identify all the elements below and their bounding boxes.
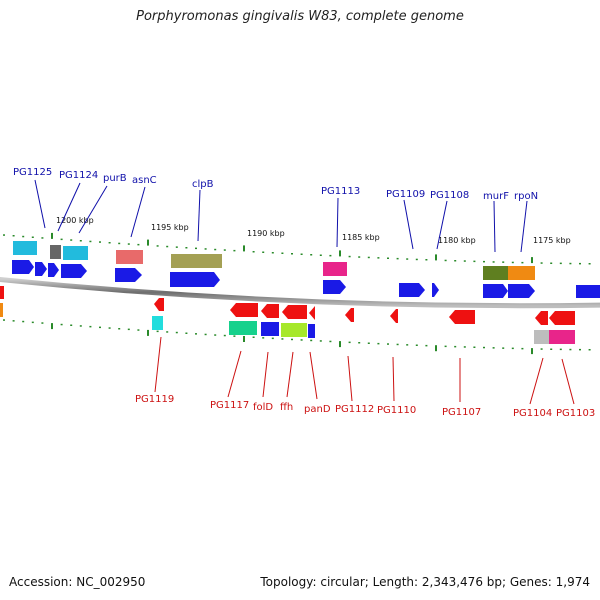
bottom-gene-labels: PG1119 PG1117 folD ffh panD PG1112 PG111… — [135, 394, 595, 419]
gene-label-murf[interactable]: murF — [483, 191, 509, 202]
gene-arrow-reverse[interactable] — [0, 286, 4, 299]
scale-label-1175: 1175 kbp — [533, 236, 571, 245]
gene-label-pg1112[interactable]: PG1112 — [335, 404, 374, 415]
gene-arrow-reverse[interactable] — [309, 306, 315, 320]
gene-arrow-reverse[interactable] — [230, 303, 258, 317]
gene-label-pg1107[interactable]: PG1107 — [442, 407, 481, 418]
scale-label-1200: 1200 kbp — [56, 216, 94, 225]
gene-arrow-reverse[interactable] — [535, 311, 548, 325]
scale-label-1195: 1195 kbp — [151, 223, 189, 232]
feature-box[interactable] — [0, 303, 3, 317]
scale-label-1190: 1190 kbp — [247, 229, 285, 238]
feature-box[interactable] — [116, 250, 143, 264]
feature-box[interactable] — [171, 254, 222, 268]
gene-label-pg1109[interactable]: PG1109 — [386, 189, 425, 200]
genome-backbone — [0, 276, 600, 309]
feature-box[interactable] — [229, 321, 257, 335]
gene-arrow-reverse[interactable] — [549, 311, 575, 325]
feature-box[interactable] — [323, 262, 347, 276]
accession-text: Accession: NC_002950 — [9, 575, 146, 589]
gene-label-ffh[interactable]: ffh — [280, 402, 293, 413]
reverse-feature-boxes — [0, 303, 575, 344]
genome-summary-text: Topology: circular; Length: 2,343,476 bp… — [260, 575, 590, 589]
gene-arrow-forward[interactable] — [399, 283, 425, 297]
gene-arrow-forward[interactable] — [12, 260, 34, 274]
scale-label-1185: 1185 kbp — [342, 233, 380, 242]
gene-arrow-forward[interactable] — [432, 283, 439, 297]
feature-box[interactable] — [281, 323, 307, 337]
gene-arrow-forward[interactable] — [483, 284, 508, 298]
gene-arrow-reverse[interactable] — [154, 298, 164, 311]
feature-box[interactable] — [483, 266, 508, 280]
gene-label-pg1108[interactable]: PG1108 — [430, 190, 469, 201]
gene-arrow-forward[interactable] — [35, 262, 47, 276]
gene-label-pg1124[interactable]: PG1124 — [59, 170, 98, 181]
gene-arrow-forward[interactable] — [48, 263, 59, 277]
scale-label-1180: 1180 kbp — [438, 236, 476, 245]
gene-label-pand[interactable]: panD — [304, 404, 331, 415]
gene-arrow-reverse[interactable] — [345, 308, 354, 322]
gene-arrow-forward[interactable] — [323, 280, 346, 294]
label-leaders-top — [34, 179, 528, 253]
feature-box[interactable] — [534, 330, 549, 344]
feature-box[interactable] — [63, 246, 88, 260]
label-leaders-bottom — [154, 336, 575, 405]
forward-feature-boxes — [13, 241, 535, 280]
feature-box[interactable] — [13, 241, 37, 255]
gene-label-pg1117[interactable]: PG1117 — [210, 400, 249, 411]
gene-label-pg1103[interactable]: PG1103 — [556, 408, 595, 419]
feature-box[interactable] — [261, 322, 279, 336]
map-title: Porphyromonas gingivalis W83, complete g… — [136, 9, 464, 24]
gene-label-pg1110[interactable]: PG1110 — [377, 405, 416, 416]
gene-label-pg1113[interactable]: PG1113 — [321, 186, 360, 197]
forward-strand-genes — [12, 260, 600, 298]
feature-box[interactable] — [508, 266, 535, 280]
gene-arrow-reverse[interactable] — [449, 310, 475, 324]
gene-label-pg1125[interactable]: PG1125 — [13, 167, 52, 178]
gene-arrow-forward[interactable] — [508, 284, 535, 298]
gene-label-pg1104[interactable]: PG1104 — [513, 408, 552, 419]
gene-arrow-reverse[interactable] — [261, 304, 279, 318]
feature-box[interactable] — [152, 316, 163, 330]
gene-label-pg1119[interactable]: PG1119 — [135, 394, 174, 405]
gene-arrow-forward[interactable] — [576, 285, 600, 298]
feature-box[interactable] — [50, 245, 61, 259]
feature-box[interactable] — [308, 324, 315, 338]
tick-row-bottom — [3, 319, 591, 355]
gene-label-fold[interactable]: folD — [253, 402, 273, 413]
gene-arrow-reverse[interactable] — [390, 309, 398, 323]
feature-box[interactable] — [549, 330, 575, 344]
gene-arrow-forward[interactable] — [61, 264, 87, 278]
reverse-strand-genes — [0, 286, 575, 325]
gene-arrow-forward[interactable] — [115, 268, 142, 282]
tick-row-top — [3, 232, 591, 265]
top-gene-labels: PG1125 PG1124 purB asnC clpB PG1113 PG11… — [13, 167, 538, 202]
gene-label-clpb[interactable]: clpB — [192, 179, 214, 190]
gene-label-rpon[interactable]: rpoN — [514, 191, 538, 202]
gene-label-asnc[interactable]: asnC — [132, 175, 157, 186]
gene-arrow-forward[interactable] — [170, 272, 220, 287]
gene-label-purb[interactable]: purB — [103, 173, 127, 184]
gene-arrow-reverse[interactable] — [282, 305, 307, 319]
